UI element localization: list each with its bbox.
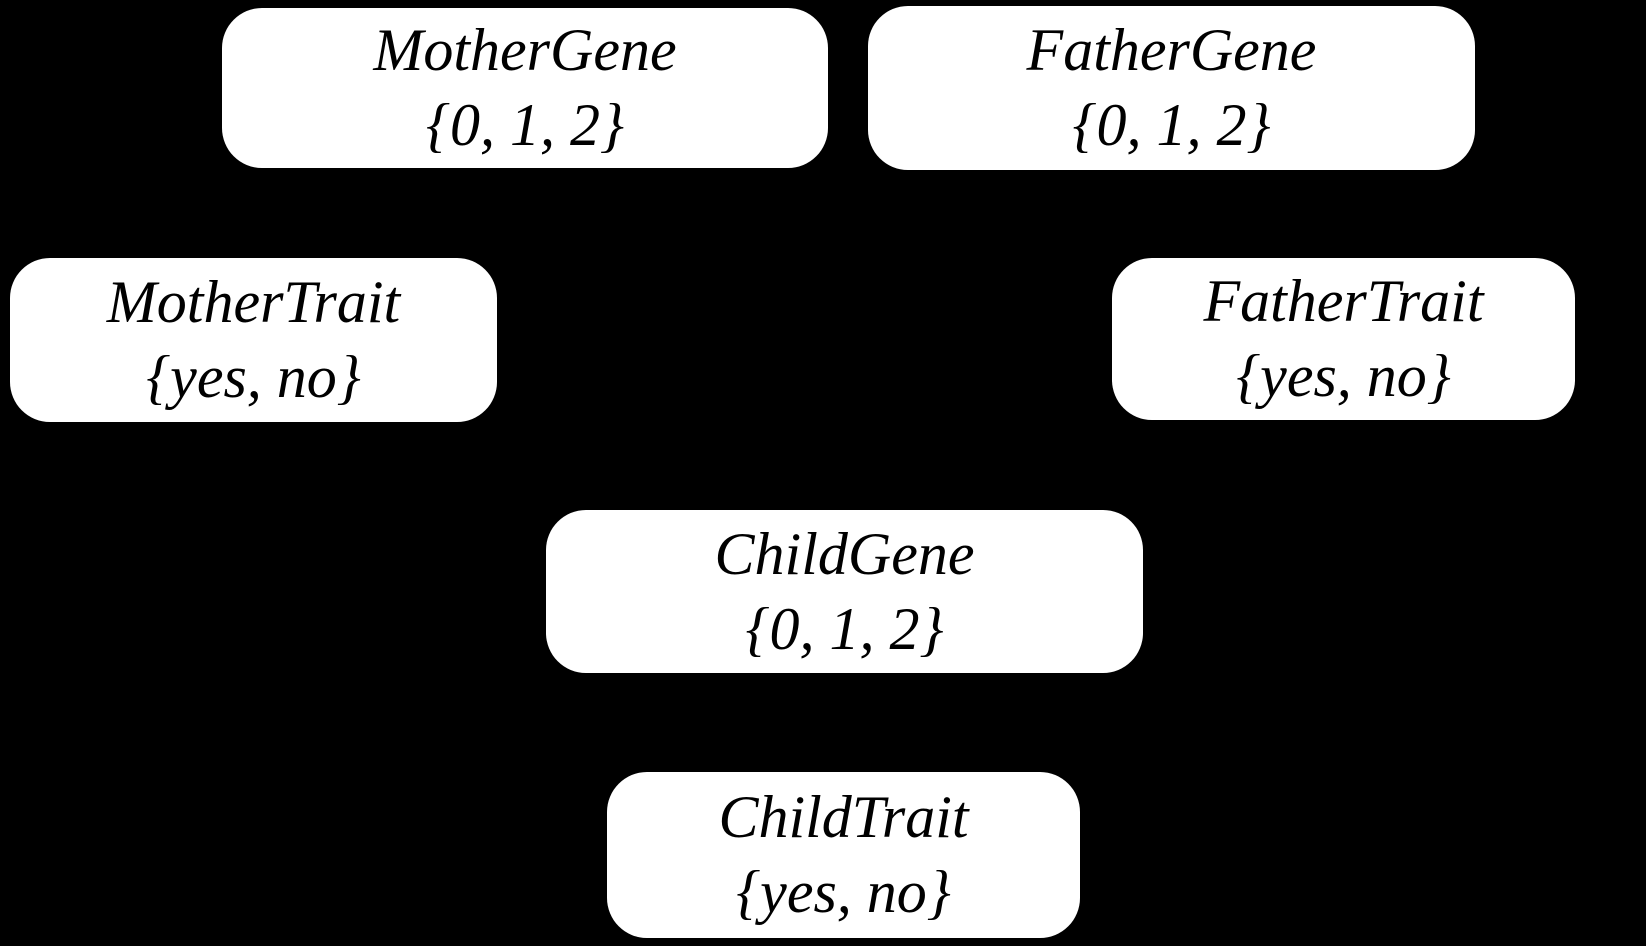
node-child-gene-title: ChildGene bbox=[714, 520, 975, 587]
node-father-gene-title: FatherGene bbox=[1026, 17, 1317, 83]
node-child-trait-domain: {yes, no} bbox=[736, 859, 951, 925]
node-father-gene-domain: {0, 1, 2} bbox=[1072, 92, 1271, 158]
node-father-trait: FatherTrait {yes, no} bbox=[1112, 258, 1575, 420]
node-father-trait-title: FatherTrait bbox=[1203, 268, 1484, 334]
node-child-gene-domain: {0, 1, 2} bbox=[745, 595, 944, 662]
node-child-trait-title: ChildTrait bbox=[718, 784, 969, 850]
node-father-trait-domain: {yes, no} bbox=[1236, 343, 1451, 409]
node-mother-trait-title: MotherTrait bbox=[106, 269, 401, 335]
node-mother-gene: MotherGene {0, 1, 2} bbox=[222, 8, 828, 168]
node-child-trait: ChildTrait {yes, no} bbox=[607, 772, 1080, 938]
node-child-gene: ChildGene {0, 1, 2} bbox=[546, 510, 1143, 673]
node-mother-gene-title: MotherGene bbox=[373, 17, 677, 83]
node-mother-trait: MotherTrait {yes, no} bbox=[10, 258, 497, 422]
node-mother-gene-domain: {0, 1, 2} bbox=[426, 92, 624, 158]
node-father-gene: FatherGene {0, 1, 2} bbox=[868, 6, 1475, 170]
node-mother-trait-domain: {yes, no} bbox=[146, 344, 361, 410]
